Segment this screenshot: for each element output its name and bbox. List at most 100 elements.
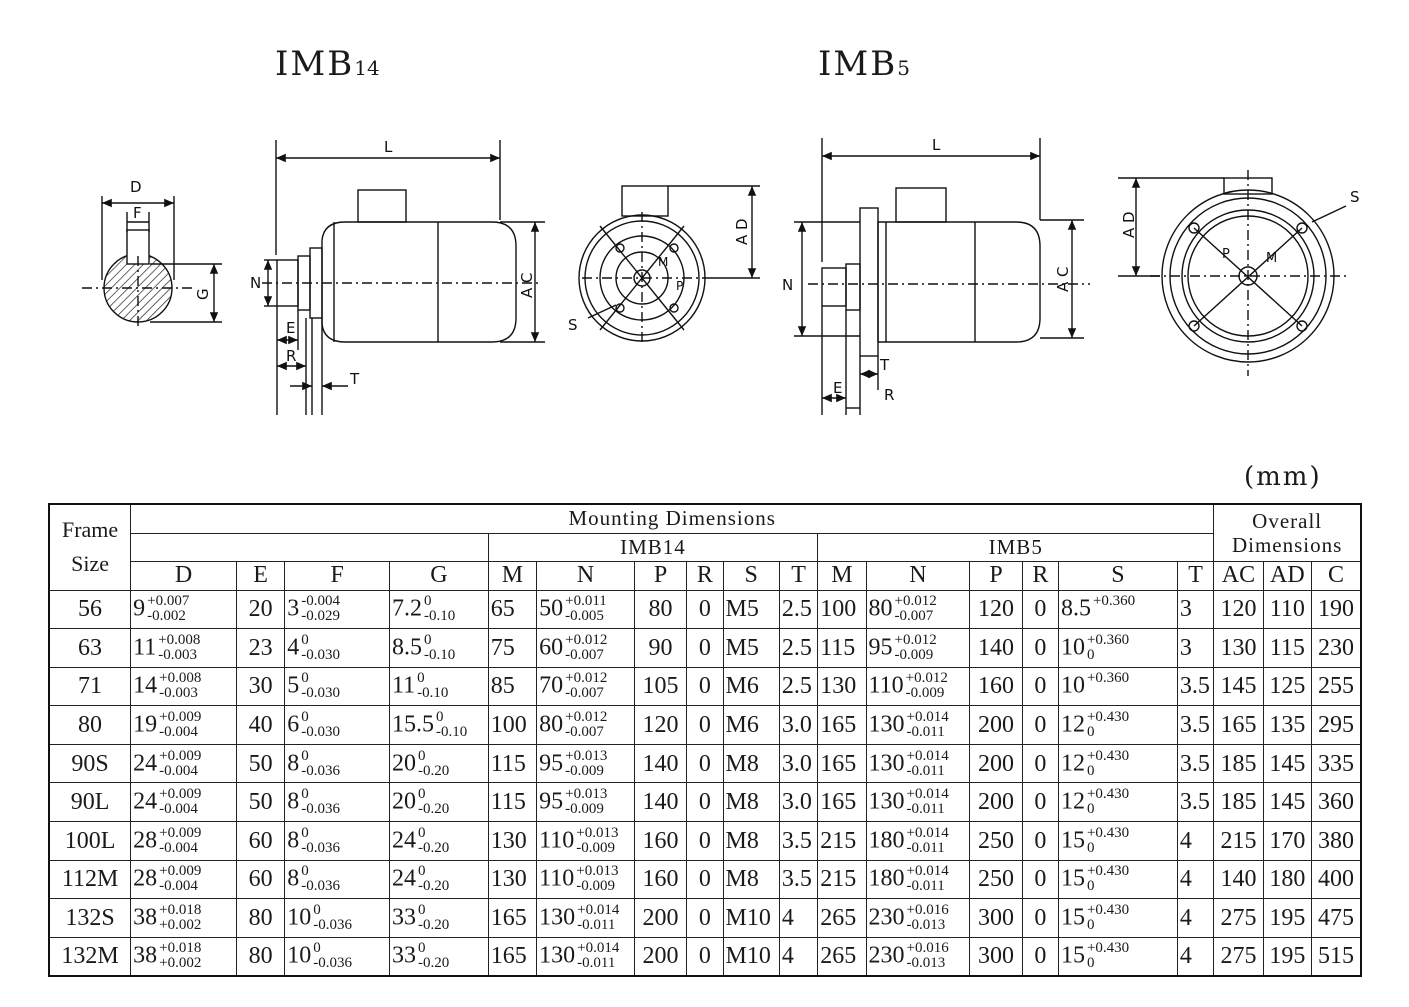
imb5-t-label: T: [879, 356, 890, 374]
cell-e: 50: [235, 743, 286, 784]
tolerance-upper: +0.430: [1086, 863, 1130, 880]
tolerance: 0-0.036: [301, 787, 340, 817]
tolerance-upper: +0.011: [565, 593, 607, 610]
cell-f-value: 6: [287, 711, 300, 738]
cell-t14: 2.5: [778, 589, 819, 630]
cell-c: 255: [1311, 666, 1362, 707]
cell-n14: 110+0.013-0.009: [536, 821, 635, 861]
cell-f-value: 4: [287, 634, 300, 661]
cell-d-value: 28: [133, 827, 158, 854]
cell-frame-value: 71: [78, 673, 103, 700]
cell-ac: 275: [1213, 898, 1264, 938]
imb5-front-ad-label: A D: [1120, 211, 1138, 238]
column-header-ac-16: AC: [1213, 560, 1264, 591]
tolerance-lower: -0.036: [301, 839, 340, 856]
cell-f-value: 8: [287, 750, 300, 777]
tolerance-upper: +0.009: [159, 786, 202, 803]
cell-p14-value: 90: [648, 634, 673, 661]
cell-n5-value: 180: [868, 865, 905, 892]
tolerance-lower: -0.20: [418, 801, 450, 818]
cell-p5-value: 250: [978, 827, 1014, 854]
cell-t14-value: 3.5: [781, 827, 812, 854]
tolerance-upper: +0.009: [159, 747, 202, 764]
cell-ac: 275: [1213, 936, 1264, 977]
cell-m5: 165: [817, 743, 867, 784]
cell-c-value: 295: [1318, 712, 1354, 739]
cell-ac-value: 275: [1220, 905, 1257, 932]
cell-t5: 4: [1176, 859, 1215, 900]
cell-frame-value: 100L: [64, 827, 116, 854]
cell-m14: 130: [487, 821, 538, 861]
cell-t14: 3.5: [778, 859, 819, 900]
tolerance: +0.009-0.004: [159, 787, 201, 817]
cell-r5-value: 0: [1034, 673, 1047, 700]
cell-ac-value: 130: [1220, 634, 1257, 661]
cell-d-value: 19: [133, 711, 158, 738]
cell-n5-value: 230: [868, 942, 905, 969]
cell-m5-value: 215: [820, 827, 857, 854]
tolerance-lower: -0.007: [894, 608, 934, 625]
cell-m14: 165: [487, 898, 538, 938]
cell-n14: 110+0.013-0.009: [536, 859, 635, 900]
imb14-front-m-label: M: [658, 255, 668, 269]
tolerance: 0-0.10: [424, 594, 455, 624]
tolerance-upper: +0.009: [159, 824, 202, 841]
cell-f-value: 8: [287, 827, 300, 854]
tolerance-lower: -0.011: [577, 917, 616, 934]
tolerance-lower: 0: [1086, 646, 1095, 663]
cell-d-value: 38: [133, 904, 158, 931]
cell-n5-value: 230: [868, 904, 905, 931]
cell-ad: 135: [1262, 705, 1313, 745]
tolerance-upper: 0: [301, 631, 309, 648]
cell-frame-value: 132S: [65, 905, 115, 932]
column-header-d-0: D: [130, 560, 237, 591]
cell-p14-value: 200: [642, 943, 679, 970]
cell-ac-value: 185: [1220, 750, 1257, 777]
cell-n14: 130+0.014-0.011: [536, 898, 635, 938]
tolerance: 0-0.030: [301, 631, 340, 663]
shaft-header-blank: [130, 532, 489, 562]
cell-e: 60: [235, 821, 286, 861]
tolerance-lower: -0.011: [906, 724, 945, 741]
tolerance-upper: 0: [436, 709, 444, 726]
cell-m5: 215: [817, 859, 867, 900]
tolerance-upper: +0.014: [906, 709, 949, 726]
cell-t14-value: 2.5: [781, 673, 812, 700]
cell-r5-value: 0: [1034, 905, 1047, 932]
tolerance-lower: -0.003: [158, 646, 197, 663]
cell-m5: 165: [817, 705, 867, 745]
tolerance: 0-0.20: [418, 748, 449, 779]
tolerance-upper: +0.018: [159, 902, 202, 919]
tolerance-upper: +0.014: [906, 824, 949, 841]
cell-r14-value: 0: [698, 634, 711, 661]
tolerance-upper: 0: [301, 824, 309, 841]
cell-e: 30: [235, 666, 286, 707]
tolerance-upper: +0.012: [905, 670, 948, 687]
cell-t5-value: 4: [1179, 827, 1192, 854]
tolerance-lower: -0.004: [159, 724, 198, 741]
cell-p5-value: 200: [978, 789, 1014, 816]
cell-d-value: 24: [133, 788, 158, 815]
cell-frame: 63: [48, 628, 132, 668]
cell-p5: 200: [969, 705, 1023, 745]
tolerance-upper: +0.014: [577, 902, 620, 919]
tolerance: +0.014-0.011: [577, 941, 619, 971]
cell-e-value: 40: [248, 712, 273, 739]
tolerance-lower: -0.007: [565, 685, 604, 702]
cell-n5: 130+0.014-0.011: [865, 705, 971, 745]
tolerance-lower: -0.011: [577, 955, 616, 972]
cell-n14-value: 130: [539, 904, 576, 931]
imb14-front-s-label: S: [568, 316, 578, 334]
cell-ac: 130: [1213, 628, 1264, 668]
cell-m5-value: 115: [820, 634, 856, 661]
tolerance: +0.008-0.003: [159, 671, 201, 701]
cell-d-value: 24: [133, 750, 158, 777]
column-header-ad-17: AD: [1262, 560, 1313, 591]
